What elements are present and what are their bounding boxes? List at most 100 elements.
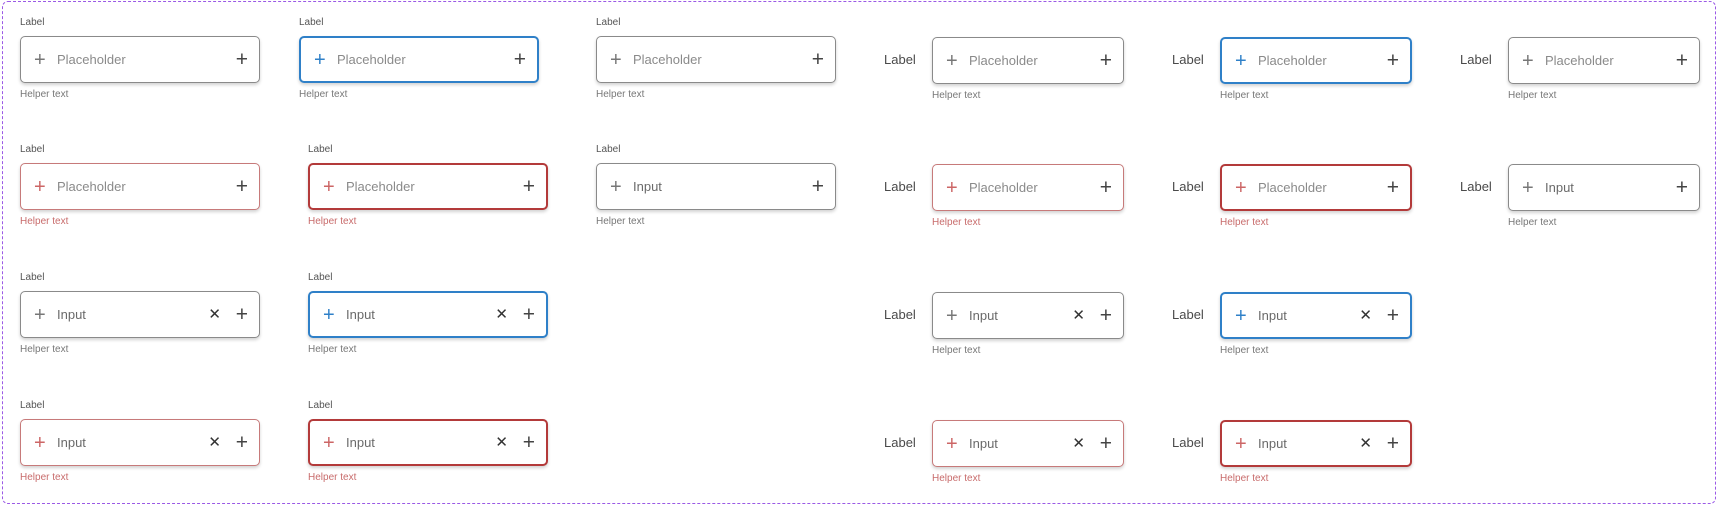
text-input[interactable]: +Placeholder+: [932, 37, 1124, 84]
input-placeholder: Placeholder: [337, 51, 406, 67]
close-icon[interactable]: ✕: [1359, 306, 1372, 324]
plus-icon: +: [1235, 176, 1247, 199]
plus-icon[interactable]: +: [235, 174, 248, 198]
helper-text: Helper text: [308, 472, 357, 483]
plus-icon[interactable]: +: [1386, 431, 1399, 455]
close-icon[interactable]: ✕: [1359, 434, 1372, 452]
field-label: Label: [299, 17, 324, 28]
plus-icon[interactable]: +: [522, 302, 535, 326]
plus-icon[interactable]: +: [235, 430, 248, 454]
text-input[interactable]: +Input+: [596, 163, 836, 210]
input-placeholder: Placeholder: [969, 179, 1038, 195]
text-input[interactable]: + Input ✕ +: [1220, 292, 1412, 339]
text-input[interactable]: + Placeholder +: [1508, 37, 1700, 84]
plus-icon: +: [946, 176, 958, 199]
text-input[interactable]: + Placeholder +: [932, 164, 1124, 211]
helper-text: Helper text: [932, 90, 981, 101]
field-label: Label: [884, 179, 916, 194]
plus-icon[interactable]: +: [1386, 175, 1399, 199]
text-input[interactable]: + Placeholder +: [308, 163, 548, 210]
helper-text: Helper text: [20, 344, 69, 355]
close-icon[interactable]: ✕: [1072, 306, 1085, 324]
helper-text: Helper text: [308, 216, 357, 227]
input-placeholder: Placeholder: [57, 51, 126, 67]
plus-icon[interactable]: +: [522, 174, 535, 198]
input-value: Input: [346, 434, 375, 450]
text-input[interactable]: + Input ✕ +: [20, 291, 260, 338]
helper-text: Helper text: [932, 217, 981, 228]
text-input[interactable]: +Input✕+: [932, 420, 1124, 467]
text-input[interactable]: +Input✕+: [308, 419, 548, 466]
field-label: Label: [884, 307, 916, 322]
input-placeholder: Placeholder: [1545, 52, 1614, 68]
plus-icon[interactable]: +: [1099, 431, 1112, 455]
input-value: Input: [1258, 435, 1287, 451]
text-input[interactable]: + Input ✕ +: [932, 292, 1124, 339]
plus-icon[interactable]: +: [1099, 48, 1112, 72]
plus-icon[interactable]: +: [811, 174, 824, 198]
plus-icon: +: [610, 175, 622, 198]
plus-icon: +: [323, 303, 335, 326]
plus-icon: +: [34, 303, 46, 326]
close-icon[interactable]: ✕: [208, 433, 221, 451]
input-value: Input: [57, 306, 86, 322]
close-icon[interactable]: ✕: [208, 305, 221, 323]
helper-text: Helper text: [1220, 217, 1269, 228]
text-input[interactable]: +Input+: [1508, 164, 1700, 211]
plus-icon: +: [946, 304, 958, 327]
input-placeholder: Placeholder: [57, 178, 126, 194]
helper-text: Helper text: [1220, 473, 1269, 484]
field-label: Label: [308, 400, 333, 411]
input-placeholder: Placeholder: [1258, 52, 1327, 68]
plus-icon: +: [323, 175, 335, 198]
text-input[interactable]: +Placeholder+: [1220, 164, 1412, 211]
helper-text: Helper text: [308, 344, 357, 355]
helper-text: Helper text: [932, 345, 981, 356]
plus-icon[interactable]: +: [1675, 48, 1688, 72]
plus-icon[interactable]: +: [1099, 303, 1112, 327]
field-label: Label: [308, 144, 333, 155]
plus-icon[interactable]: +: [235, 47, 248, 71]
input-value: Input: [969, 435, 998, 451]
plus-icon[interactable]: +: [1099, 175, 1112, 199]
helper-text: Helper text: [596, 89, 645, 100]
text-input[interactable]: +Input✕+: [20, 419, 260, 466]
plus-icon: +: [1235, 49, 1247, 72]
plus-icon: +: [34, 431, 46, 454]
field-label: Label: [1172, 435, 1204, 450]
close-icon[interactable]: ✕: [1072, 434, 1085, 452]
input-value: Input: [969, 307, 998, 323]
plus-icon[interactable]: +: [1675, 175, 1688, 199]
field-label: Label: [1460, 179, 1492, 194]
plus-icon[interactable]: +: [1386, 303, 1399, 327]
field-label: Label: [884, 435, 916, 450]
text-input[interactable]: +Input✕+: [1220, 420, 1412, 467]
input-placeholder: Placeholder: [633, 51, 702, 67]
text-input[interactable]: +Placeholder+: [299, 36, 539, 83]
plus-icon[interactable]: +: [522, 430, 535, 454]
field-label: Label: [1172, 307, 1204, 322]
close-icon[interactable]: ✕: [495, 433, 508, 451]
text-input[interactable]: +Placeholder+: [20, 36, 260, 83]
plus-icon[interactable]: +: [811, 47, 824, 71]
text-input[interactable]: +Placeholder+: [20, 163, 260, 210]
plus-icon: +: [1522, 49, 1534, 72]
helper-text: Helper text: [1508, 217, 1557, 228]
field-label: Label: [596, 17, 621, 28]
plus-icon[interactable]: +: [513, 47, 526, 71]
plus-icon[interactable]: +: [235, 302, 248, 326]
close-icon[interactable]: ✕: [495, 305, 508, 323]
text-input[interactable]: +Input✕+: [308, 291, 548, 338]
plus-icon: +: [610, 48, 622, 71]
field-label: Label: [308, 272, 333, 283]
plus-icon: +: [1235, 304, 1247, 327]
field-label: Label: [20, 17, 45, 28]
input-placeholder: Placeholder: [346, 178, 415, 194]
plus-icon[interactable]: +: [1386, 48, 1399, 72]
text-input[interactable]: + Placeholder +: [596, 36, 836, 83]
helper-text: Helper text: [1508, 90, 1557, 101]
helper-text: Helper text: [932, 473, 981, 484]
input-value: Input: [1258, 307, 1287, 323]
text-input[interactable]: + Placeholder +: [1220, 37, 1412, 84]
